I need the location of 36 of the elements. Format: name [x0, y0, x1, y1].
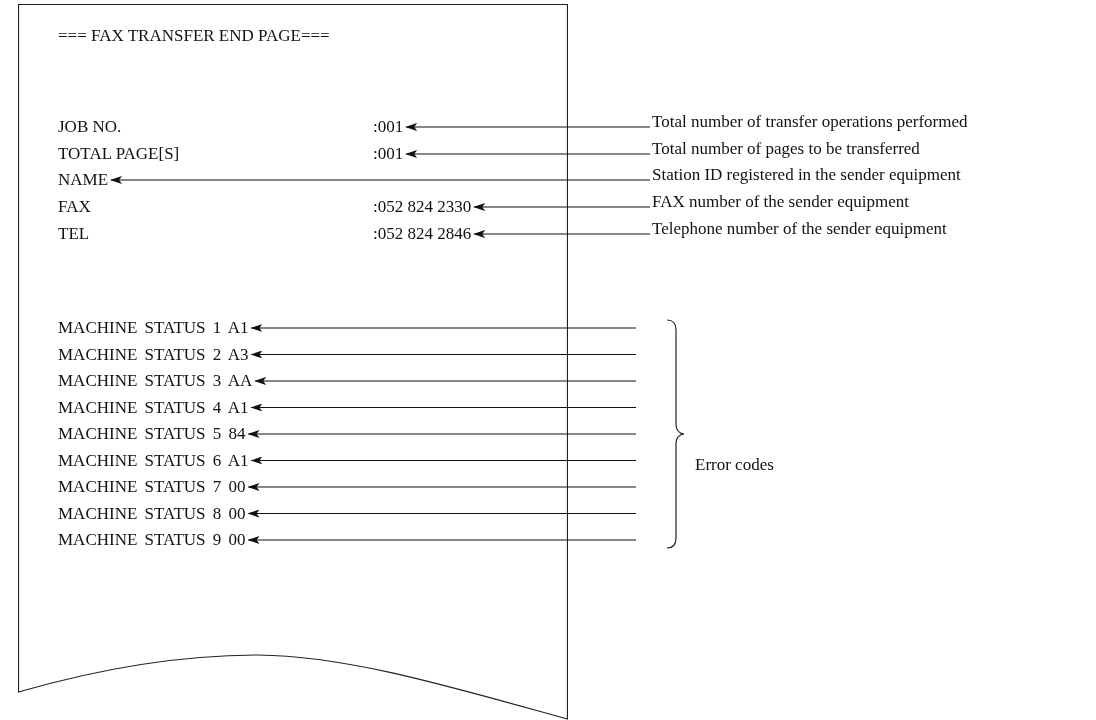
- arrow: [405, 123, 651, 131]
- status-line: MACHINE STATUS 4 A1: [58, 397, 249, 418]
- arrow: [250, 456, 637, 465]
- status-line: MACHINE STATUS 9 00: [58, 530, 246, 550]
- arrow: [254, 377, 637, 385]
- arrow: [247, 536, 637, 544]
- report-line: FAX :052 824 2330: [58, 197, 472, 217]
- arrow: [247, 430, 637, 438]
- callout-text: Total number of transfer operations performed: [652, 111, 968, 133]
- report-line: NAME: [58, 170, 109, 190]
- arrow: [110, 176, 651, 184]
- report-line: TEL :052 824 2846: [58, 224, 472, 244]
- callout-text: Total number of pages to be transferred: [652, 138, 920, 160]
- arrow: [247, 483, 637, 491]
- paper-sheet: [18, 4, 568, 720]
- group-label: Error codes: [695, 455, 774, 475]
- report-line: JOB NO. :001: [58, 117, 404, 137]
- callout-text: FAX number of the sender equipment: [652, 191, 909, 213]
- arrow: [473, 230, 651, 238]
- status-line: MACHINE STATUS 8 00: [58, 503, 246, 524]
- arrow: [250, 403, 637, 412]
- status-line: MACHINE STATUS 5 84: [58, 424, 246, 444]
- callout-text: Station ID registered in the sender equipment: [652, 164, 961, 186]
- status-line: MACHINE STATUS 7 00: [58, 477, 246, 497]
- arrow: [405, 150, 651, 158]
- arrow: [250, 324, 637, 332]
- arrow: [250, 350, 637, 359]
- status-line: MACHINE STATUS 2 A3: [58, 344, 249, 365]
- arrow: [247, 509, 637, 518]
- callout-text: Telephone number of the sender equipment: [652, 218, 947, 240]
- report-line: TOTAL PAGE[S] :001: [58, 144, 404, 164]
- status-line: MACHINE STATUS 6 A1: [58, 450, 249, 471]
- status-line: MACHINE STATUS 3 AA: [58, 371, 253, 391]
- status-line: MACHINE STATUS 1 A1: [58, 318, 249, 338]
- arrow: [473, 203, 651, 211]
- page-heading: === FAX TRANSFER END PAGE===: [58, 26, 330, 46]
